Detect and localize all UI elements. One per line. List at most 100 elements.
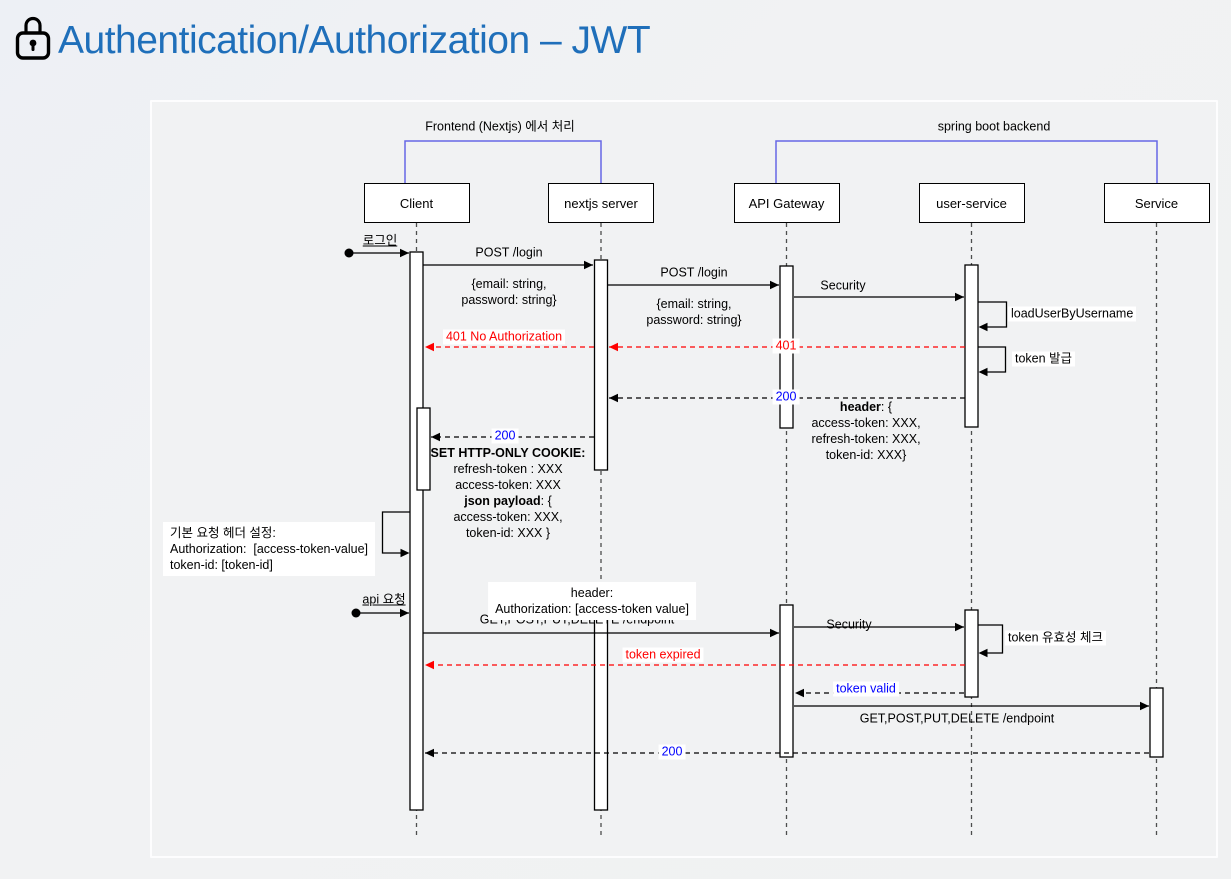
text-run: header [839, 400, 881, 414]
text-run: refresh-token: XXX, [811, 432, 921, 446]
message-label: 200 [658, 744, 686, 760]
self-loop [978, 346, 1007, 373]
arrowhead [795, 688, 804, 698]
text-line: token-id: XXX } [431, 525, 586, 541]
arrowhead [955, 622, 964, 632]
arrowhead [431, 432, 440, 442]
self-loop [978, 301, 1008, 328]
text-line: password: string} [461, 292, 556, 308]
message-label: POST /login [660, 265, 728, 280]
arrowhead [955, 292, 964, 302]
text-run: password: string} [461, 293, 557, 307]
message-label: GET,POST,PUT,DELETE /endpoint [859, 711, 1055, 726]
message-label: Security [820, 278, 866, 293]
text-run: 기본 요청 헤더 설정: [170, 526, 276, 540]
text-run: token-id: [token-id] [170, 558, 273, 572]
text-line: Authorization: [access-token-value] [170, 541, 368, 557]
page-title: Authentication/Authorization – JWT [58, 18, 651, 62]
text-line: token-id: XXX} [811, 447, 920, 463]
text-block: SET HTTP-ONLY COOKIE:refresh-token : XXX… [431, 445, 586, 541]
arrowhead [425, 342, 434, 352]
message-label: api 요청 [362, 592, 406, 607]
text-block: {email: string, password: string} [461, 276, 556, 308]
activation-bar [779, 604, 794, 758]
text-block: 기본 요청 헤더 설정: Authorization: [access-token… [163, 522, 376, 576]
arrowhead [584, 260, 593, 270]
text-line: Authorization: [access-token value] [495, 601, 689, 617]
activation-bar [1149, 687, 1164, 758]
actor-service: Service [1103, 183, 1210, 223]
self-loop [381, 511, 410, 554]
message-label: POST /login [475, 245, 543, 260]
message-label: loadUserByUsername [1008, 306, 1137, 322]
text-line: password: string} [646, 312, 741, 328]
arrowhead [1140, 701, 1149, 711]
arrowhead [770, 628, 779, 638]
message-label: 200 [772, 389, 800, 405]
message-label: 401 [772, 338, 800, 354]
text-line: SET HTTP-ONLY COOKIE: [431, 445, 586, 461]
activation-bar [964, 609, 979, 698]
frame-label: spring boot backend [937, 119, 1051, 134]
activation-bar [416, 407, 431, 491]
arrowhead [400, 548, 410, 558]
text-line: 기본 요청 헤더 설정: [170, 525, 368, 541]
text-run: SET HTTP-ONLY COOKIE: [430, 446, 586, 460]
text-run: : { [880, 400, 893, 414]
text-run: access-token: XXX, [453, 510, 563, 524]
arrowhead [978, 322, 988, 332]
text-line: token-id: [token-id] [170, 557, 368, 573]
message-label: 200 [491, 428, 519, 444]
text-run: token-id: XXX} [825, 448, 907, 462]
text-line: refresh-token: XXX, [811, 431, 920, 447]
activation-bar [409, 251, 424, 811]
text-run: access-token: XXX [455, 478, 561, 492]
text-line: {email: string, [461, 276, 556, 292]
text-run: password: string} [646, 313, 742, 327]
text-run: token-id: XXX } [465, 526, 551, 540]
text-block: {email: string, password: string} [646, 296, 741, 328]
text-line: access-token: XXX, [431, 509, 586, 525]
message-label: token 유효성 체크 [1005, 630, 1107, 646]
diagram-panel [150, 100, 1218, 858]
arrowhead [978, 648, 988, 658]
actor-api-gateway: API Gateway [733, 183, 840, 223]
message-label: token expired [622, 647, 704, 663]
text-line: refresh-token : XXX [431, 461, 586, 477]
actor-nextjs-server: nextjs server [548, 183, 654, 223]
frame-bracket [775, 140, 1158, 183]
text-block: header: {access-token: XXX,refresh-token… [811, 399, 920, 463]
activation-bar [593, 259, 609, 471]
arrowhead [609, 342, 618, 352]
text-run: {email: string, [471, 277, 547, 291]
arrowhead [400, 248, 409, 258]
arrowhead [978, 367, 988, 377]
arrowhead [400, 608, 409, 618]
arrowhead [425, 660, 434, 670]
text-run: header: [570, 586, 614, 600]
activation-bar [964, 264, 979, 428]
title-bar: Authentication/Authorization – JWT [14, 14, 651, 67]
text-run: Authorization: [access-token value] [495, 602, 689, 616]
text-run: access-token: XXX, [811, 416, 921, 430]
text-line: header: { [811, 399, 920, 415]
message-label: Security [826, 617, 872, 632]
actor-user-service: user-service [918, 183, 1025, 223]
text-run: Authorization: [access-token-value] [170, 542, 369, 556]
message-label: token valid [833, 681, 899, 697]
arrowhead [609, 393, 618, 403]
text-run: : { [540, 494, 552, 508]
frame-label: Frontend (Nextjs) 에서 처리 [425, 119, 575, 134]
text-run: {email: string, [656, 297, 732, 311]
text-line: access-token: XXX, [811, 415, 920, 431]
message-label: 401 No Authorization [442, 329, 566, 345]
text-line: access-token: XXX [431, 477, 586, 493]
arrowhead [425, 748, 434, 758]
frame-bracket [404, 140, 602, 183]
text-line: header: [495, 585, 689, 601]
arrowhead [770, 280, 779, 290]
lock-icon [14, 14, 52, 67]
message-label: 로그인 [362, 233, 398, 248]
